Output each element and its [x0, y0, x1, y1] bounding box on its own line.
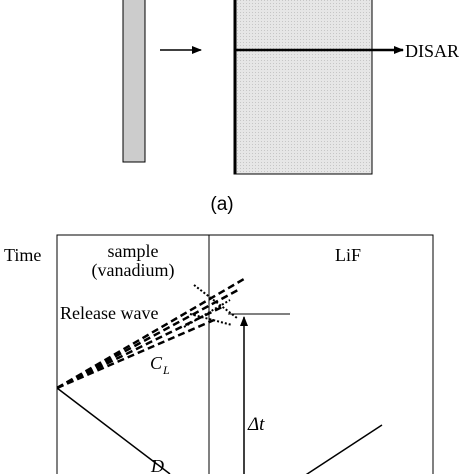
- sample-shock-path: [56, 387, 171, 474]
- release-characteristic-2: [56, 288, 239, 390]
- release-wave-label: Release wave: [60, 303, 158, 323]
- disar-label: DISAR: [405, 41, 459, 61]
- reflected-wave-1: [183, 299, 231, 328]
- xt-diagram-frame: [56, 234, 434, 474]
- lagrangian-sound-speed-label: C: [150, 353, 163, 373]
- reflected-wave-3: [189, 313, 233, 326]
- panel-a-caption: (a): [210, 194, 233, 215]
- sample-label: sample: [108, 241, 159, 261]
- lagrangian-sound-speed-subscript: L: [162, 363, 170, 377]
- window-material-label: LiF: [335, 245, 361, 265]
- reflected-wave-2: [193, 284, 238, 319]
- panel-a: DISAR (a): [122, 0, 459, 215]
- panel-b: Time sample (vanadium) LiF Release wave …: [4, 234, 434, 474]
- time-axis-label: Time: [4, 245, 41, 265]
- sample-plate: [122, 0, 146, 163]
- sample-material-label: (vanadium): [92, 260, 175, 281]
- release-characteristic-4: [56, 318, 215, 390]
- delta-t-label: Δt: [247, 414, 265, 435]
- release-characteristic-3: [56, 305, 223, 390]
- shock-velocity-label: D: [150, 456, 164, 474]
- lif-window: [233, 0, 373, 175]
- window-shock-path: [305, 424, 383, 474]
